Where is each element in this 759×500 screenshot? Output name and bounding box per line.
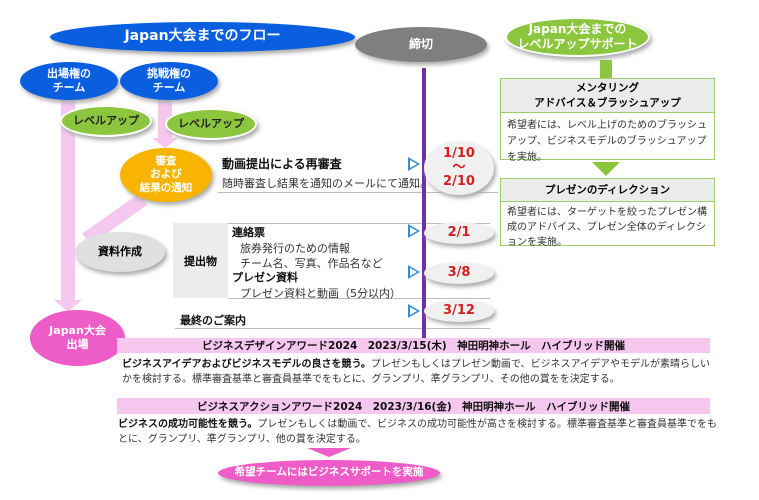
presentation-materials: プレゼン資料 — [232, 271, 298, 284]
date-final-notice: 3/12 — [424, 300, 494, 322]
award2-title: ビジネスアクションアワード2024 2023/3/16(金) 神田明神ホール ハ… — [117, 398, 710, 414]
label: Japan大会 — [49, 324, 106, 338]
mentoring-box: メンタリングアドバイス＆ブラッシュアップ 希望者には、レベル上げのためのブラッシ… — [500, 78, 715, 163]
levelup-2: レベルアップ — [165, 108, 257, 140]
flow-arrow-head — [54, 300, 82, 312]
award2-body: プレゼンもしくは動画で、ビジネスの成功可能性が高さを検討する。標準審査基準と審査… — [118, 419, 718, 445]
divider — [175, 328, 490, 329]
down-arrow-icon — [307, 448, 351, 457]
award1-body: プレゼンもしくはプレゼン動画で、ビジネスアイデアやモデルが素晴らしいかを検討する… — [122, 359, 711, 385]
label: メンタリング — [576, 81, 639, 94]
mentoring-desc: 希望者には、レベル上げのためのブラッシュアップ、ビジネスモデルのブラッシュアップ… — [507, 120, 707, 163]
label: 出場権の — [47, 67, 91, 81]
label: 審査 — [155, 155, 177, 168]
flow-title: Japan大会までのフロー — [50, 22, 355, 52]
challenger-team: 挑戦権のチーム — [120, 62, 218, 100]
business-support: 希望チームにはビジネスサポートを実施 — [218, 460, 440, 486]
marker-triangle-icon — [408, 265, 420, 279]
down-arrow-icon — [592, 162, 620, 176]
flow-arrow-qualified — [61, 98, 75, 303]
deadline-title: 締切 — [355, 27, 487, 62]
review-notice: 審査および結果の通知 — [120, 148, 212, 202]
label: チーム — [152, 81, 186, 94]
direction-box: プレゼンのディレクション 希望者には、ターゲットを絞ったプレゼン構成のアドバイス… — [500, 178, 715, 248]
contact-form: 連絡票 — [232, 226, 265, 239]
date: 1/10 — [443, 145, 475, 161]
video-review-title: 動画提出による再審査 — [222, 157, 342, 171]
label: および — [150, 168, 182, 181]
award1-title: ビジネスデザインアワード2024 2023/3/15(木) 神田明神ホール ハイ… — [117, 338, 710, 353]
award1-desc: ビジネスアイデアおよびビジネスモデルの良さを競う。プレゼンもしくはプレゼン動画で… — [122, 357, 712, 387]
timeline-line — [422, 68, 426, 338]
label: アドバイス＆ブラッシュアップ — [534, 96, 681, 109]
support-title: Japan大会までのレベルアップサポート — [505, 17, 650, 57]
qualified-team: 出場権のチーム — [20, 62, 118, 100]
marker-triangle-icon — [408, 157, 420, 171]
label: 出場 — [66, 338, 89, 351]
award2-desc: ビジネスの成功可能性を競う。プレゼンもしくは動画で、ビジネスの成功可能性が高さを… — [118, 417, 718, 447]
contact-form-detail: 旅券発行のための情報 — [240, 242, 350, 255]
video-review-desc: 随時審査し結果を通知のメールにて通知。 — [222, 177, 431, 190]
final-notice: 最終のご案内 — [180, 314, 246, 327]
divider — [228, 223, 490, 224]
label: チーム — [52, 81, 86, 94]
mentoring-title: メンタリングアドバイス＆ブラッシュアップ — [501, 79, 714, 113]
materials: 資料作成 — [75, 232, 165, 272]
direction-desc: 希望者には、ターゲットを絞ったプレゼン構成のアドバイス、プレゼン全体のディレクシ… — [507, 207, 707, 248]
label: 挑戦権の — [147, 67, 191, 81]
support-arrow — [600, 60, 612, 78]
award1-lead: ビジネスアイデアおよびビジネスモデルの良さを競う。 — [122, 359, 371, 370]
award2-lead: ビジネスの成功可能性を競う。 — [118, 419, 258, 430]
flow-arrow-head — [152, 138, 178, 148]
direction-title: プレゼンのディレクション — [501, 179, 714, 202]
date: ～ — [452, 159, 466, 175]
contact-form-detail: チーム名、写真、作品名など — [240, 257, 383, 270]
marker-triangle-icon — [408, 304, 420, 318]
support-title-line: Japan大会までの — [528, 22, 627, 36]
marker-triangle-icon — [408, 224, 420, 238]
support-title-line: レベルアップサポート — [517, 37, 638, 51]
date-contact-form: 2/1 — [424, 222, 494, 244]
label: 結果の通知 — [139, 181, 193, 194]
date: 2/10 — [443, 174, 475, 190]
levelup-1: レベルアップ — [60, 105, 152, 137]
date-presentation: 3/8 — [424, 262, 494, 284]
date-video-review: 1/10～2/10 — [424, 141, 494, 195]
presentation-materials-detail: プレゼン資料と動画（5分以内） — [240, 287, 401, 300]
divider — [228, 298, 490, 299]
divider — [218, 192, 498, 193]
submissions-label: 提出物 — [173, 223, 228, 298]
japan-participation: Japan大会出場 — [30, 310, 125, 366]
